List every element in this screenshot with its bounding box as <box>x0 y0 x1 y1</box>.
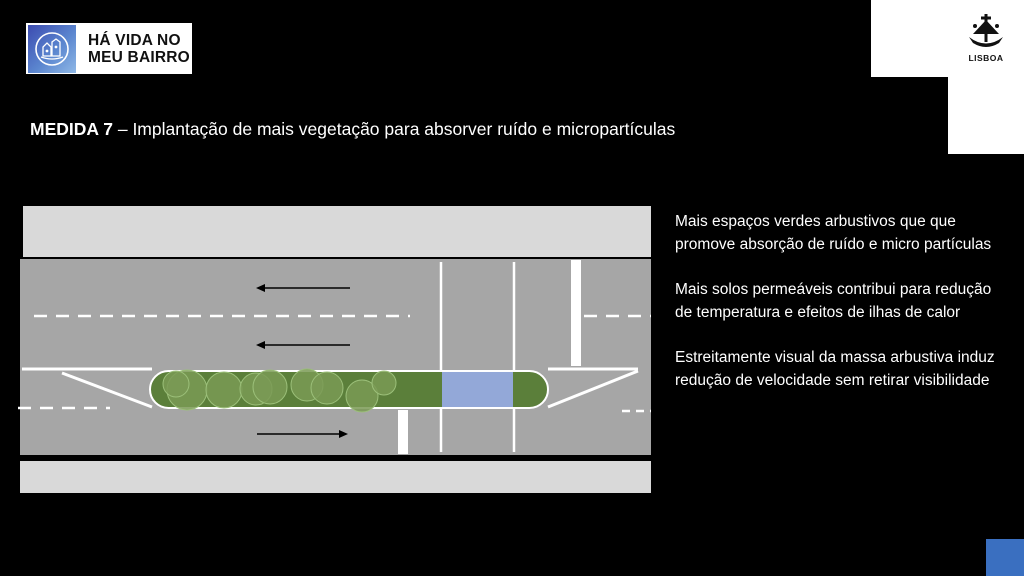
median-taper-right <box>547 369 639 409</box>
brand-logo: HÁ VIDA NO MEU BAIRRO <box>26 23 192 74</box>
shrub <box>162 370 190 398</box>
neighbourhood-emblem-icon <box>28 24 76 73</box>
crossing-refuge <box>442 372 513 407</box>
median-taper-left <box>61 371 153 409</box>
brand-logo-title: HÁ VIDA NO MEU BAIRRO <box>88 31 190 66</box>
lisboa-ship-icon <box>969 14 1003 47</box>
accent-square <box>986 539 1024 576</box>
arrow-right-icon <box>257 430 348 438</box>
shrub <box>252 369 288 405</box>
note-green-spaces: Mais espaços verdes arbustivos que que p… <box>675 213 992 253</box>
sidewalk-bottom <box>20 461 651 493</box>
city-logo-panel-extension <box>948 77 1024 154</box>
city-logo-label: LISBOA <box>968 53 1004 63</box>
note-permeable-soils: Mais solos permeáveis contribui para red… <box>675 281 992 321</box>
sidewalk-top <box>23 206 651 257</box>
slide-title-lead: MEDIDA 7 <box>30 119 113 139</box>
shrub <box>310 371 344 405</box>
slide-title-text: – Implantação de mais vegetação para abs… <box>112 119 676 139</box>
stop-bar-bottom <box>398 410 408 454</box>
shrub <box>371 370 397 396</box>
stop-bar-top <box>571 260 581 366</box>
arrow-left-icon <box>256 284 350 292</box>
arrow-left-icon <box>256 341 350 349</box>
slide-title: MEDIDA 7 – Implantação de mais vegetação… <box>30 119 675 140</box>
road-surface <box>20 259 651 455</box>
shrub-cluster <box>162 368 397 413</box>
note-visual-narrowing: Estreitamente visual da massa arbustiva … <box>675 349 995 389</box>
city-logo-panel <box>871 0 1024 77</box>
shrub <box>345 379 379 413</box>
shrub <box>205 371 243 409</box>
measure-notes: Mais espaços verdes arbustivos que que p… <box>675 211 995 415</box>
city-logo: LISBOA <box>960 12 1012 66</box>
